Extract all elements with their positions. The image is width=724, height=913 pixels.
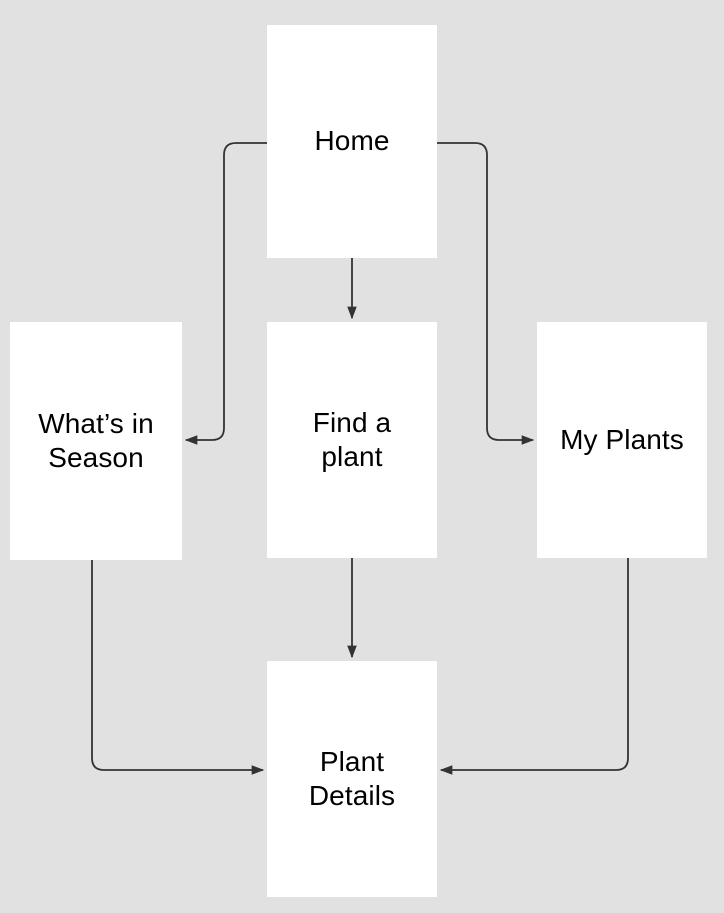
node-my-plants-label: My Plants <box>560 423 684 455</box>
node-whats-in-season-label: What’s in Season <box>38 407 154 473</box>
node-plant-details[interactable]: Plant Details <box>267 661 437 897</box>
node-whats-in-season[interactable]: What’s in Season <box>10 322 182 560</box>
node-home[interactable]: Home <box>267 25 437 258</box>
edge-my-plants-to-plant-details <box>439 558 629 775</box>
node-find-a-plant-label: Find a plant <box>312 406 392 472</box>
node-plant-details-label: Plant Details <box>308 745 396 811</box>
edge-home-to-my-plants <box>437 142 535 445</box>
edge-whats-in-season-to-plant-details <box>91 560 265 775</box>
node-my-plants[interactable]: My Plants <box>537 322 707 558</box>
node-home-label: Home <box>314 125 390 157</box>
node-find-a-plant[interactable]: Find a plant <box>267 322 437 558</box>
edge-home-to-whats-in-season <box>184 142 267 445</box>
